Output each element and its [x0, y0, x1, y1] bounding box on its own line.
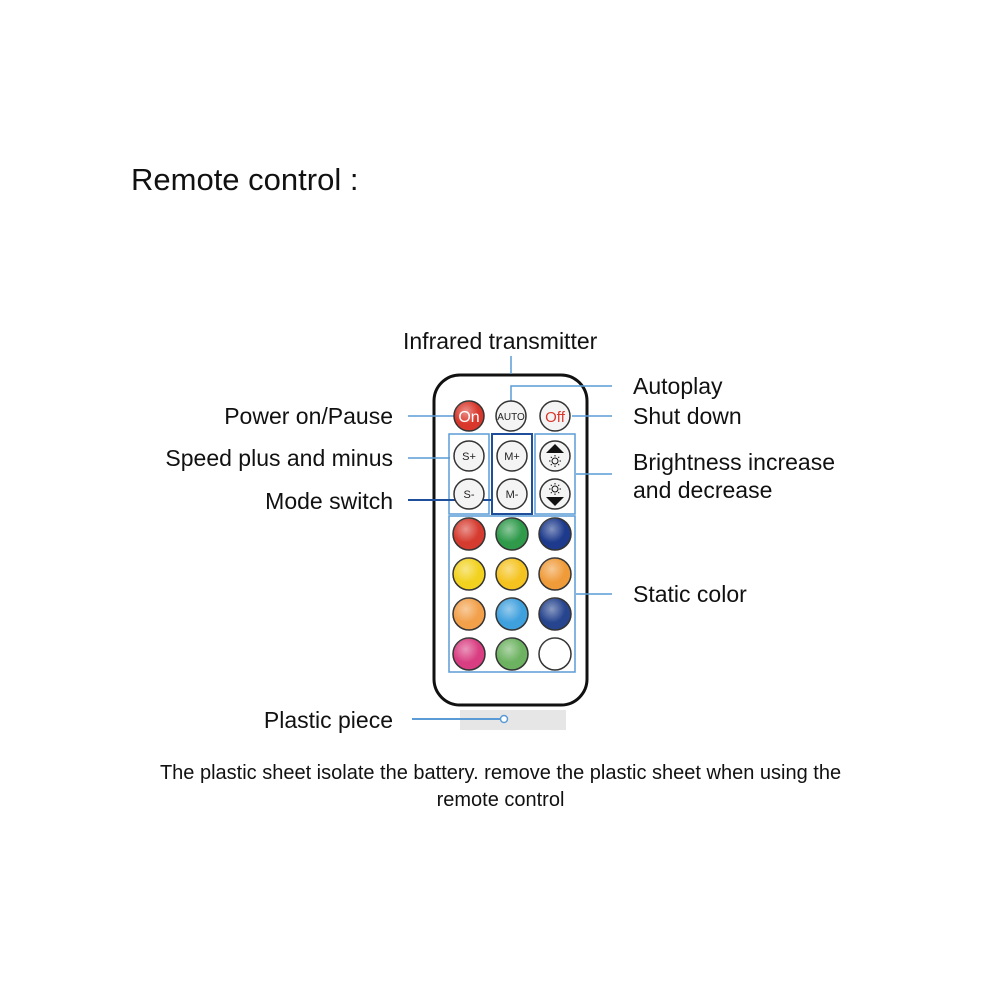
static-color-button[interactable] [538, 557, 572, 591]
mode-minus-button[interactable]: M- [496, 478, 528, 510]
mode-minus-label: M- [506, 489, 519, 501]
static-color-button[interactable] [452, 557, 486, 591]
static-color-button[interactable] [495, 517, 529, 551]
static-color-grid [452, 517, 572, 671]
speed-plus-button[interactable]: S+ [453, 440, 485, 472]
label-power: Power on/Pause [224, 403, 393, 429]
speed-group-box [448, 433, 490, 515]
label-static-color: Static color [633, 581, 747, 607]
static-color-button[interactable] [495, 557, 529, 591]
brightness-up-button[interactable] [539, 440, 571, 472]
label-shutdown: Shut down [633, 403, 742, 429]
label-mode-switch: Mode switch [265, 488, 393, 514]
brightness-down-button[interactable] [539, 478, 571, 510]
speed-plus-label: S+ [462, 451, 476, 463]
mode-group-box [491, 433, 533, 515]
on-button-label: On [458, 409, 479, 426]
static-color-button[interactable] [495, 637, 529, 671]
static-color-group-box [448, 515, 576, 673]
label-brightness-line2: and decrease [633, 477, 773, 503]
brightness-group-box [534, 433, 576, 515]
label-infrared-transmitter: Infrared transmitter [403, 328, 598, 354]
label-autoplay: Autoplay [633, 373, 723, 399]
sun-icon [549, 455, 561, 467]
auto-button-label: AUTO [497, 412, 525, 423]
static-color-button[interactable] [495, 597, 529, 631]
static-color-button[interactable] [538, 597, 572, 631]
label-speed: Speed plus and minus [165, 445, 393, 471]
static-color-button[interactable] [452, 517, 486, 551]
usage-note: The plastic sheet isolate the battery. r… [100, 760, 901, 814]
off-button[interactable]: Off [539, 400, 571, 432]
speed-minus-button[interactable]: S- [453, 478, 485, 510]
on-button[interactable]: On [453, 400, 485, 432]
label-plastic-piece: Plastic piece [263, 707, 393, 733]
static-color-button[interactable] [452, 637, 486, 671]
plastic-piece [460, 710, 566, 730]
usage-note-line2: remote control [436, 789, 565, 811]
label-brightness-line1: Brightness increase [633, 449, 835, 475]
mode-plus-button[interactable]: M+ [496, 440, 528, 472]
off-button-label: Off [545, 409, 566, 426]
usage-note-line1: The plastic sheet isolate the battery. r… [159, 762, 842, 784]
static-color-button[interactable] [538, 637, 572, 671]
auto-button[interactable]: AUTO [495, 400, 527, 432]
speed-minus-label: S- [464, 489, 475, 501]
static-color-button[interactable] [452, 597, 486, 631]
arrow-up-icon [546, 444, 564, 453]
static-color-button[interactable] [538, 517, 572, 551]
sun-icon [549, 483, 561, 495]
page-title: Remote control : [131, 162, 359, 197]
arrow-down-icon [546, 497, 564, 506]
mode-plus-label: M+ [504, 451, 520, 463]
